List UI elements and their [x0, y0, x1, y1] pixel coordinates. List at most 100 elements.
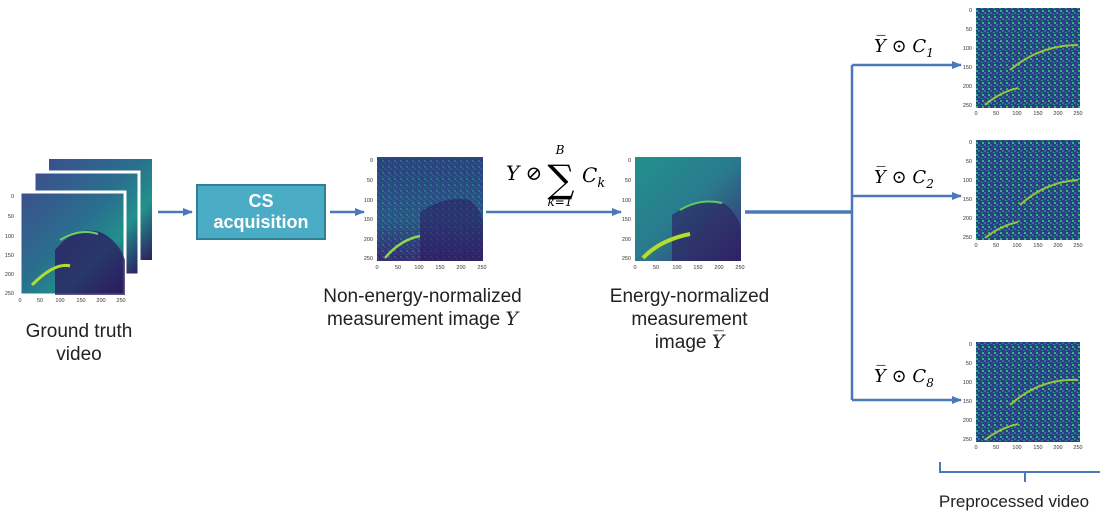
norm-lhs: Y ⊘ — [506, 161, 542, 185]
branch-label-c8: Y̅ ⊙ C8 — [874, 365, 934, 390]
svg-text:100: 100 — [963, 380, 972, 386]
svg-text:50: 50 — [367, 178, 373, 184]
svg-text:100: 100 — [1012, 445, 1021, 451]
svg-text:100: 100 — [414, 265, 423, 271]
svg-text:100: 100 — [364, 198, 373, 204]
preprocessed-bracket — [939, 462, 1100, 482]
svg-text:0: 0 — [375, 265, 378, 271]
svg-text:50: 50 — [395, 265, 401, 271]
svg-text:100: 100 — [1012, 111, 1021, 117]
svg-text:200: 200 — [1053, 243, 1062, 249]
svg-text:50: 50 — [653, 265, 659, 271]
svg-text:250: 250 — [5, 291, 14, 297]
svg-text:200: 200 — [364, 237, 373, 243]
measurement-y-label: Non-energy-normalized measurement image … — [300, 285, 545, 331]
measurement-image-y: 0 50 100 150 200 250 0 50 100 150 200 25… — [364, 157, 487, 271]
output-image-c8: 0 50 100 150 200 250 0 50 100 150 200 25… — [963, 342, 1083, 451]
svg-text:250: 250 — [1073, 111, 1082, 117]
svg-text:200: 200 — [714, 265, 723, 271]
svg-text:200: 200 — [96, 298, 105, 304]
svg-text:250: 250 — [622, 256, 631, 262]
svg-text:0: 0 — [969, 140, 972, 146]
measurement-ybar-label: Energy-normalized measurement image Y̅ — [592, 285, 787, 354]
svg-text:150: 150 — [963, 399, 972, 405]
svg-text:0: 0 — [628, 158, 631, 164]
svg-text:250: 250 — [963, 103, 972, 109]
sum-lower-limit: k=1 — [548, 195, 573, 209]
svg-text:200: 200 — [5, 272, 14, 278]
svg-text:50: 50 — [966, 361, 972, 367]
svg-text:0: 0 — [969, 342, 972, 348]
svg-text:150: 150 — [693, 265, 702, 271]
ground-truth-label-line2: video — [56, 344, 102, 365]
output-image-c2: 0 50 100 150 200 250 0 50 100 150 200 25… — [963, 140, 1083, 249]
measurement-ybar-label-line2: measurement — [631, 309, 748, 330]
svg-text:150: 150 — [1033, 243, 1042, 249]
svg-text:200: 200 — [456, 265, 465, 271]
svg-text:50: 50 — [625, 178, 631, 184]
sum-upper-limit: B — [555, 143, 565, 157]
svg-text:150: 150 — [622, 217, 631, 223]
svg-text:150: 150 — [76, 298, 85, 304]
flow-arrows — [158, 61, 962, 404]
svg-text:200: 200 — [963, 216, 972, 222]
summation-symbol: ∑ — [547, 157, 574, 201]
svg-text:150: 150 — [5, 253, 14, 259]
svg-text:0: 0 — [969, 8, 972, 14]
svg-text:200: 200 — [963, 84, 972, 90]
svg-text:50: 50 — [966, 27, 972, 33]
svg-text:200: 200 — [963, 418, 972, 424]
measurement-y-label-line2: measurement image Y — [326, 308, 519, 330]
measurement-image-ybar: 0 50 100 150 200 250 0 50 100 150 200 25… — [622, 157, 745, 271]
branch-label-c2: Y̅ ⊙ C2 — [874, 166, 934, 191]
svg-text:100: 100 — [672, 265, 681, 271]
svg-text:0: 0 — [974, 111, 977, 117]
svg-text:50: 50 — [37, 298, 43, 304]
cs-block-line1: CS — [248, 191, 274, 211]
measurement-y-label-line1: Non-energy-normalized — [323, 286, 522, 307]
svg-text:50: 50 — [966, 159, 972, 165]
svg-text:100: 100 — [963, 178, 972, 184]
svg-text:0: 0 — [974, 445, 977, 451]
svg-text:0: 0 — [11, 194, 14, 200]
svg-text:200: 200 — [1053, 111, 1062, 117]
svg-text:100: 100 — [55, 298, 64, 304]
svg-text:150: 150 — [1033, 111, 1042, 117]
output-image-c1: 0 50 100 150 200 250 0 50 100 150 200 25… — [963, 8, 1083, 117]
svg-text:0: 0 — [974, 243, 977, 249]
svg-text:50: 50 — [993, 445, 999, 451]
svg-text:150: 150 — [963, 197, 972, 203]
svg-text:250: 250 — [364, 256, 373, 262]
svg-text:100: 100 — [622, 198, 631, 204]
svg-text:50: 50 — [993, 243, 999, 249]
ground-truth-label-line1: Ground truth — [25, 321, 133, 342]
svg-text:200: 200 — [1053, 445, 1062, 451]
branch-label-c1: Y̅ ⊙ C1 — [874, 35, 934, 60]
svg-text:250: 250 — [116, 298, 125, 304]
svg-text:0: 0 — [633, 265, 636, 271]
svg-text:250: 250 — [1073, 243, 1082, 249]
measurement-ybar-label-line3: image Y̅ — [654, 331, 725, 353]
ground-truth-label: Ground truth video — [4, 320, 154, 366]
svg-text:50: 50 — [993, 111, 999, 117]
sum-term: Ck — [582, 163, 605, 191]
cs-block-line2: acquisition — [213, 212, 309, 232]
svg-text:100: 100 — [1012, 243, 1021, 249]
svg-text:250: 250 — [1073, 445, 1082, 451]
svg-text:0: 0 — [370, 158, 373, 164]
svg-text:150: 150 — [435, 265, 444, 271]
svg-text:50: 50 — [8, 214, 14, 220]
measurement-ybar-label-line1: Energy-normalized — [609, 286, 770, 307]
cs-acquisition-block: CS acquisition — [196, 184, 326, 240]
svg-text:150: 150 — [963, 65, 972, 71]
ground-truth-frames: 0 50 100 150 200 250 0 50 100 150 200 25… — [5, 157, 154, 304]
svg-text:100: 100 — [963, 46, 972, 52]
svg-text:150: 150 — [1033, 445, 1042, 451]
svg-text:250: 250 — [477, 265, 486, 271]
svg-text:0: 0 — [18, 298, 21, 304]
svg-text:200: 200 — [622, 237, 631, 243]
svg-text:150: 150 — [364, 217, 373, 223]
svg-text:250: 250 — [963, 437, 972, 443]
svg-text:250: 250 — [735, 265, 744, 271]
